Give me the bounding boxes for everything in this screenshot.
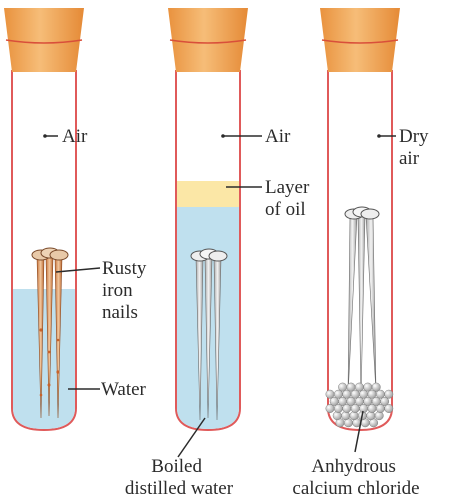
- granule: [355, 383, 363, 391]
- granule: [372, 383, 380, 391]
- label-rusty-iron-nails: Rusty iron nails: [102, 258, 151, 323]
- tube-2-oil-layer: [177, 181, 239, 207]
- label-anhydrous-calcium-chloride: Anhydrous calcium chloride: [292, 456, 419, 499]
- label-layer-of-oil: Layer of oil: [265, 177, 314, 220]
- granule: [385, 390, 393, 398]
- tube-1-water: [13, 289, 75, 429]
- label-air-1: Air: [62, 126, 88, 147]
- tube-3-cork: [320, 8, 400, 72]
- test-tube-2: Air Layer of oil Boiled distilled water: [125, 8, 314, 499]
- granule: [347, 383, 355, 391]
- granule: [338, 383, 346, 391]
- tube-1-cork: [4, 8, 84, 72]
- test-tube-3: Dry air Anhydrous calcium chloride: [292, 8, 433, 499]
- label-dry-air: Dry air: [399, 126, 433, 169]
- label-boiled-distilled-water: Boiled distilled water: [125, 456, 234, 499]
- test-tube-1: Air Rusty iron nails Water: [4, 8, 151, 430]
- tube-2-cork: [168, 8, 248, 72]
- label-air-2: Air: [265, 126, 291, 147]
- label-water: Water: [101, 379, 147, 400]
- granule: [364, 383, 372, 391]
- granule: [326, 390, 334, 398]
